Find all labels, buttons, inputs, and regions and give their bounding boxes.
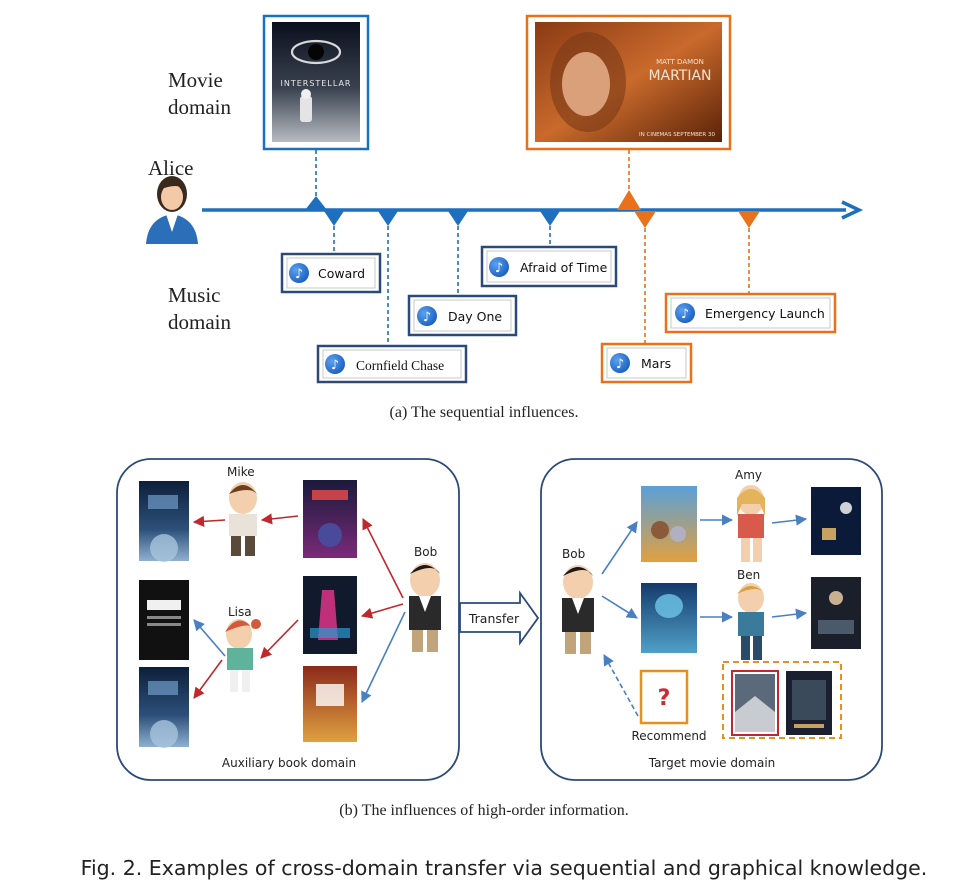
name-bob-right: Bob: [562, 547, 585, 561]
svg-text:♪: ♪: [331, 358, 339, 373]
song-box-day-one: ♪ Day One: [407, 294, 518, 337]
interstellar-poster: INTERSTELLAR: [262, 14, 370, 151]
movie-domain-label: Target movie domain: [648, 756, 776, 770]
alice-avatar-icon: [146, 176, 198, 244]
book-cover-left-middle: [139, 580, 189, 660]
martian-poster-title: MARTIAN: [648, 68, 711, 84]
transfer-label: Transfer: [468, 611, 520, 626]
movie-poster-recommended-1: [731, 670, 779, 736]
song-title-cornfield-chase: Cornfield Chase: [356, 358, 444, 373]
movie-domain-label-line1: Movie: [168, 68, 223, 92]
song-box-afraid-of-time: ♪ Afraid of Time: [480, 245, 618, 288]
music-domain-label-line2: domain: [168, 310, 231, 334]
movie-poster-zootopia: [641, 486, 697, 562]
song-title-afraid-of-time: Afraid of Time: [520, 260, 608, 275]
interstellar-poster-title: INTERSTELLAR: [281, 79, 352, 88]
ben-avatar-icon: [737, 583, 765, 660]
song-box-emergency-launch: ♪ Emergency Launch: [664, 292, 837, 334]
music-note-icon: [489, 257, 509, 277]
music-note-icon: [325, 354, 345, 374]
transfer-arrow: [459, 590, 540, 646]
recommend-label: Recommend: [631, 729, 706, 743]
name-amy: Amy: [735, 468, 762, 482]
question-mark-icon: ?: [658, 686, 671, 711]
movie-poster-wall-e: [811, 487, 861, 555]
song-title-emergency-launch: Emergency Launch: [705, 306, 825, 321]
name-mike: Mike: [227, 465, 255, 479]
book-cover-left-bottom: [139, 667, 189, 748]
caption-b: (b) The influences of high-order informa…: [339, 802, 628, 819]
user-name-alice: Alice: [148, 156, 193, 180]
music-note-icon: [289, 263, 309, 283]
name-lisa: Lisa: [228, 605, 252, 619]
timeline-arrowhead: [841, 200, 864, 220]
day-one-marker: [448, 211, 468, 226]
mike-avatar-icon: [229, 482, 257, 556]
svg-text:♪: ♪: [495, 261, 503, 276]
bob-left-avatar-icon: [409, 563, 441, 652]
lisa-avatar-icon: [225, 619, 261, 692]
music-note-icon: [610, 353, 630, 373]
mars-marker: [634, 211, 656, 228]
movie-domain-label-line2: domain: [168, 95, 231, 119]
caption-a: (a) The sequential influences.: [390, 404, 579, 421]
afraid-of-time-marker: [540, 211, 560, 226]
movie-poster-avatar: [641, 583, 697, 653]
song-title-day-one: Day One: [448, 309, 502, 324]
coward-marker: [324, 211, 344, 226]
book-cover-right-middle: [303, 576, 357, 654]
name-ben: Ben: [737, 568, 760, 582]
martian-poster: MATT DAMON MARTIAN IN CINEMAS SEPTEMBER …: [525, 14, 732, 151]
song-box-mars: ♪ Mars: [600, 342, 693, 384]
book-cover-right-bottom: [303, 666, 357, 742]
svg-text:♪: ♪: [616, 357, 624, 372]
recommended-movies-group: [722, 661, 842, 739]
song-box-coward: ♪ Coward: [280, 252, 382, 294]
music-note-icon: [417, 306, 437, 326]
martian-poster-release: IN CINEMAS SEPTEMBER 30: [639, 132, 715, 138]
recommendation-placeholder: ?: [639, 669, 689, 725]
figure-caption: Fig. 2. Examples of cross-domain transfe…: [81, 856, 928, 880]
bob-right-avatar-icon: [562, 565, 594, 654]
song-title-coward: Coward: [318, 266, 365, 281]
book-domain-label: Auxiliary book domain: [222, 756, 356, 770]
book-cover-right-top: [303, 480, 357, 558]
emergency-launch-marker: [738, 211, 760, 228]
name-bob-left: Bob: [414, 545, 437, 559]
song-title-mars: Mars: [641, 356, 671, 371]
song-box-cornfield-chase: ♪ Cornfield Chase: [316, 344, 468, 384]
svg-text:♪: ♪: [423, 310, 431, 325]
martian-poster-actor: MATT DAMON: [656, 58, 704, 66]
amy-avatar-icon: [737, 485, 765, 562]
book-cover-left-top: [139, 481, 189, 562]
svg-text:♪: ♪: [295, 267, 303, 282]
movie-poster-harry-potter: [811, 577, 861, 649]
svg-text:♪: ♪: [681, 307, 689, 322]
music-domain-label-line1: Music: [168, 283, 221, 307]
interstellar-marker: [305, 196, 327, 210]
martian-marker: [617, 190, 641, 210]
cornfield-chase-marker: [378, 211, 398, 226]
music-note-icon: [675, 303, 695, 323]
movie-poster-recommended-2: [786, 671, 832, 735]
